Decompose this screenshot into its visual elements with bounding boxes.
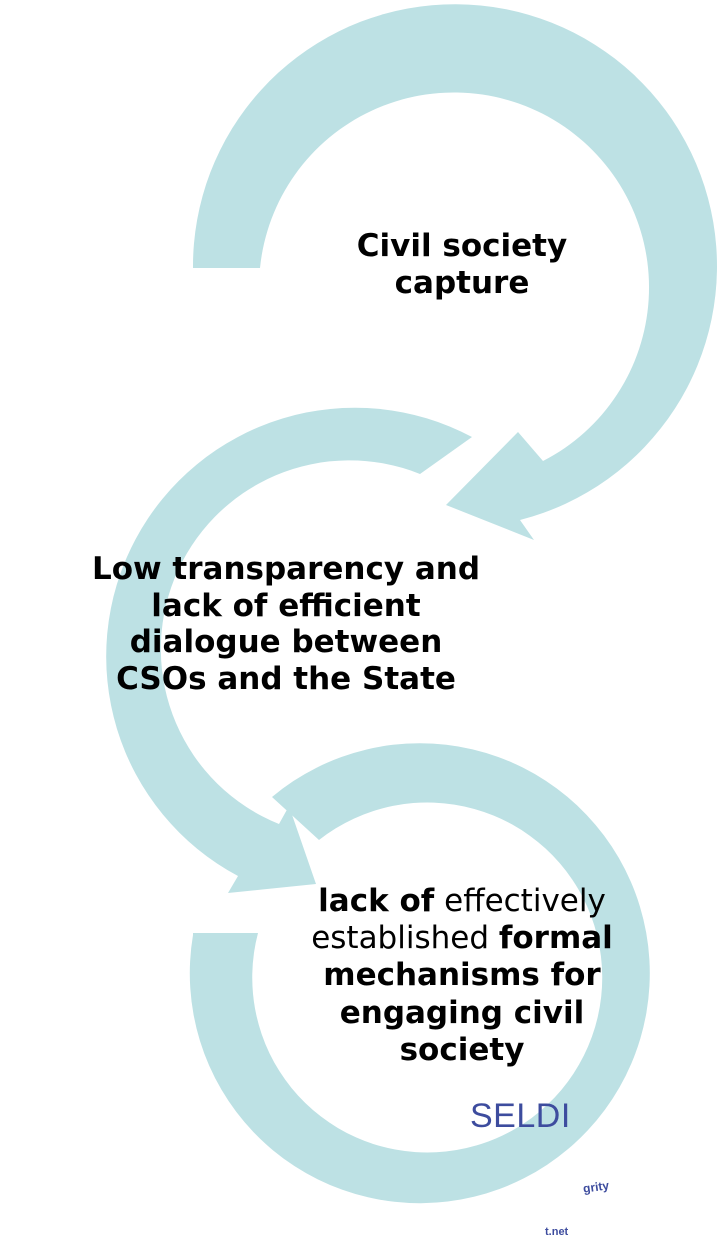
node-low-transparency: Low transparency and lack of efficient d… — [56, 551, 516, 697]
node-2-line: lack of efficient — [151, 587, 421, 624]
cycle-arrow-2 — [106, 407, 472, 893]
node-3-line: established formal — [262, 920, 662, 957]
node-3-line: engaging civil — [339, 994, 585, 1031]
node-3-normal-text: effectively — [434, 883, 606, 919]
node-3-line: lack of effectively — [262, 883, 662, 920]
node-civil-society-capture: Civil society capture — [322, 228, 602, 301]
node-1-line: Civil society — [356, 228, 568, 264]
cycle-arrow-1 — [192, 4, 717, 541]
node-1-line: capture — [394, 264, 530, 301]
node-lack-of-mechanisms: lack of effectively established formal m… — [262, 883, 662, 1069]
node-3-normal-text: established — [311, 920, 499, 957]
node-3-line: society — [399, 1031, 525, 1068]
node-2-line: Low transparency and — [91, 551, 481, 587]
node-2-line: CSOs and the State — [116, 660, 456, 697]
node-3-line: mechanisms for — [323, 957, 601, 994]
seldi-logo: SELDI — [470, 1097, 571, 1135]
node-2-line: dialogue between — [129, 624, 443, 661]
node-3-bold-text: formal — [498, 920, 613, 957]
node-3-bold-text: lack of — [318, 883, 435, 919]
logo-url: t.net — [545, 1226, 569, 1238]
